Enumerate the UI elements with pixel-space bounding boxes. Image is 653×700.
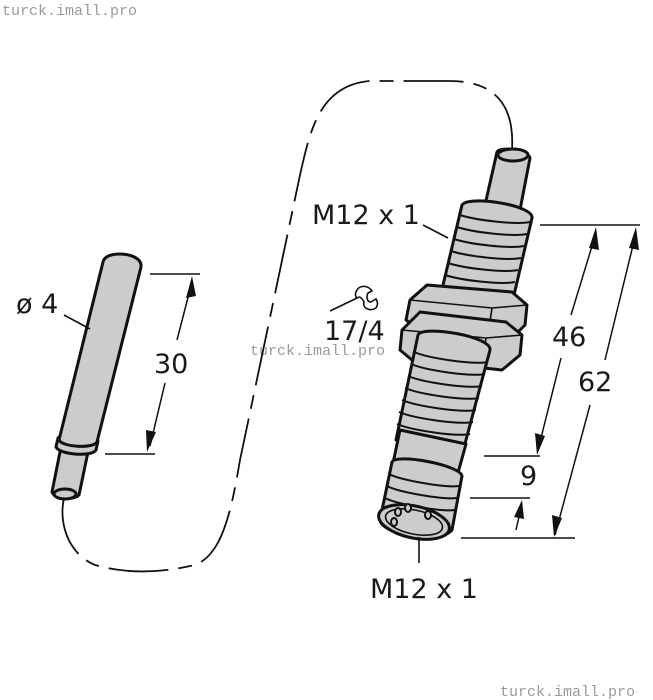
cable-dashed-line bbox=[61, 80, 514, 573]
actuator-cylinder bbox=[50, 252, 143, 501]
diameter-leader-line bbox=[63, 314, 91, 330]
sensor-thread-label-top: M12 x 1 bbox=[312, 200, 420, 231]
watermark-top-left: turck.imall.pro bbox=[2, 3, 137, 20]
connector-length-label: 9 bbox=[520, 461, 537, 492]
actuator-length-dimension bbox=[105, 273, 200, 455]
wrench-size-label: 17/4 bbox=[324, 316, 385, 347]
thread-top-leader-line bbox=[422, 224, 449, 239]
actuator-diameter-label: ø 4 bbox=[16, 289, 58, 320]
actuator-length-label: 30 bbox=[154, 349, 188, 380]
total-length-label: 62 bbox=[578, 367, 612, 398]
thread-length-label: 46 bbox=[552, 322, 586, 353]
wrench-icon bbox=[329, 285, 379, 312]
sensor-body bbox=[377, 147, 534, 541]
watermark-middle: turck.imall.pro bbox=[250, 343, 385, 360]
sensor-thread-label-bottom: M12 x 1 bbox=[370, 574, 478, 605]
watermark-bottom-right: turck.imall.pro bbox=[500, 684, 635, 700]
sensor-length-dimensions bbox=[461, 224, 640, 539]
